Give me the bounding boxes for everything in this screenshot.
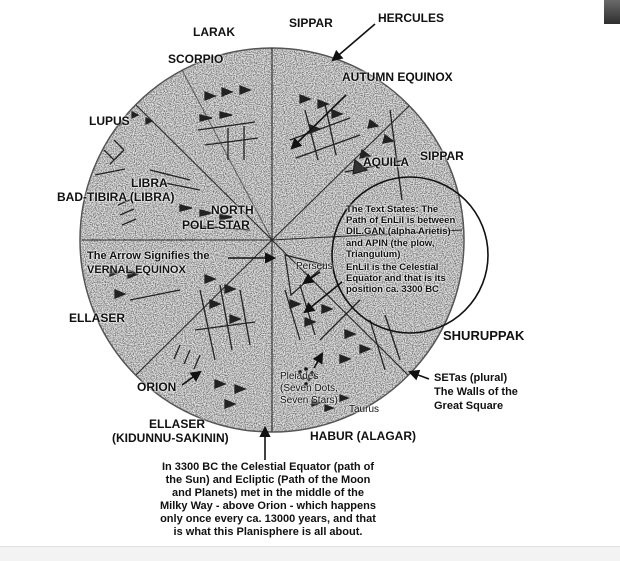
- label-larak: LARAK: [193, 25, 235, 39]
- label-sippar-right: SIPPAR: [420, 149, 464, 163]
- circle-note-line-8: position ca. 3300 BC: [346, 284, 439, 296]
- annotation-setas-3: Great Square: [434, 400, 504, 412]
- label-aquila: AQUILA: [363, 155, 409, 169]
- label-pleiades-2: (Seven Dots,: [280, 383, 338, 394]
- circle-note-line-1: The Text States: The: [346, 204, 439, 215]
- caption-line-4: Milky Way - above Orion - which happens: [160, 499, 376, 512]
- annotation-arrow-signifies-2: VERNAL EQUINOX: [87, 264, 186, 276]
- circle-note-line-5: Triangulum): [346, 248, 401, 260]
- circle-note-line-6: EnLil is the Celestial: [346, 262, 439, 274]
- circle-note-line-2: Path of EnLil is between: [346, 215, 456, 227]
- corner-thumbnail: [604, 0, 620, 24]
- label-bad-tibira: BAD-TIBIRA (LIBRA): [57, 190, 175, 204]
- label-sippar-top: SIPPAR: [289, 16, 333, 30]
- callout-circle: [331, 176, 489, 334]
- label-orion: ORION: [137, 380, 177, 394]
- pleiades-dots: [298, 367, 317, 386]
- label-north: NORTH: [211, 203, 254, 217]
- label-habur: HABUR (ALAGAR): [310, 429, 416, 443]
- caption-line-1: In 3300 BC the Celestial Equator (path o…: [161, 461, 375, 473]
- caption-line-5: only once every ca. 13000 years, and tha…: [160, 512, 376, 525]
- annotation-setas-2: The Walls of the: [434, 386, 518, 398]
- circle-note: The Text States: The Path of EnLil is be…: [346, 204, 478, 296]
- label-perseus: Perseus: [296, 261, 333, 272]
- circle-note-line-4: and APIN (the plow,: [346, 237, 435, 249]
- label-scorpio: SCORPIO: [168, 52, 224, 66]
- cuneiform-marks: [94, 85, 406, 412]
- caption: In 3300 BC the Celestial Equator (path o…: [118, 461, 418, 539]
- label-ellaser-bottom: ELLASER: [149, 417, 206, 431]
- label-kidunnu: (KIDUNNU-SAKININ): [112, 431, 229, 445]
- label-taurus: Taurus: [349, 404, 380, 415]
- label-pleiades-1: Pleiades: [280, 371, 319, 382]
- annotation-autumn-equinox: AUTUMN EQUINOX: [342, 70, 453, 84]
- caption-line-3: and Planets) met in the middle of the: [172, 486, 364, 499]
- annotation-hercules: HERCULES: [378, 11, 445, 25]
- label-shuruppak: SHURUPPAK: [443, 328, 525, 343]
- label-pleiades-3: Seven Stars): [280, 395, 338, 406]
- label-ellaser-left: ELLASER: [69, 311, 126, 325]
- bottom-strip: [0, 546, 620, 561]
- label-pole-star: POLE STAR: [182, 218, 250, 232]
- annotation-setas-1: SETas (plural): [434, 372, 508, 384]
- circle-note-line-3: DIL.GAN (alpha Arietis): [346, 226, 451, 238]
- caption-line-6: is what this Planisphere is all about.: [173, 525, 363, 538]
- annotation-arrows: [181, 23, 430, 460]
- label-lupus: LUPUS: [89, 114, 130, 128]
- label-libra: LIBRA: [131, 176, 168, 190]
- annotation-arrow-signifies-1: The Arrow Signifies the: [87, 250, 210, 262]
- caption-line-2: the Sun) and Ecliptic (Path of the Moon: [165, 473, 371, 486]
- circle-note-line-7: Equator and that is its: [346, 273, 446, 285]
